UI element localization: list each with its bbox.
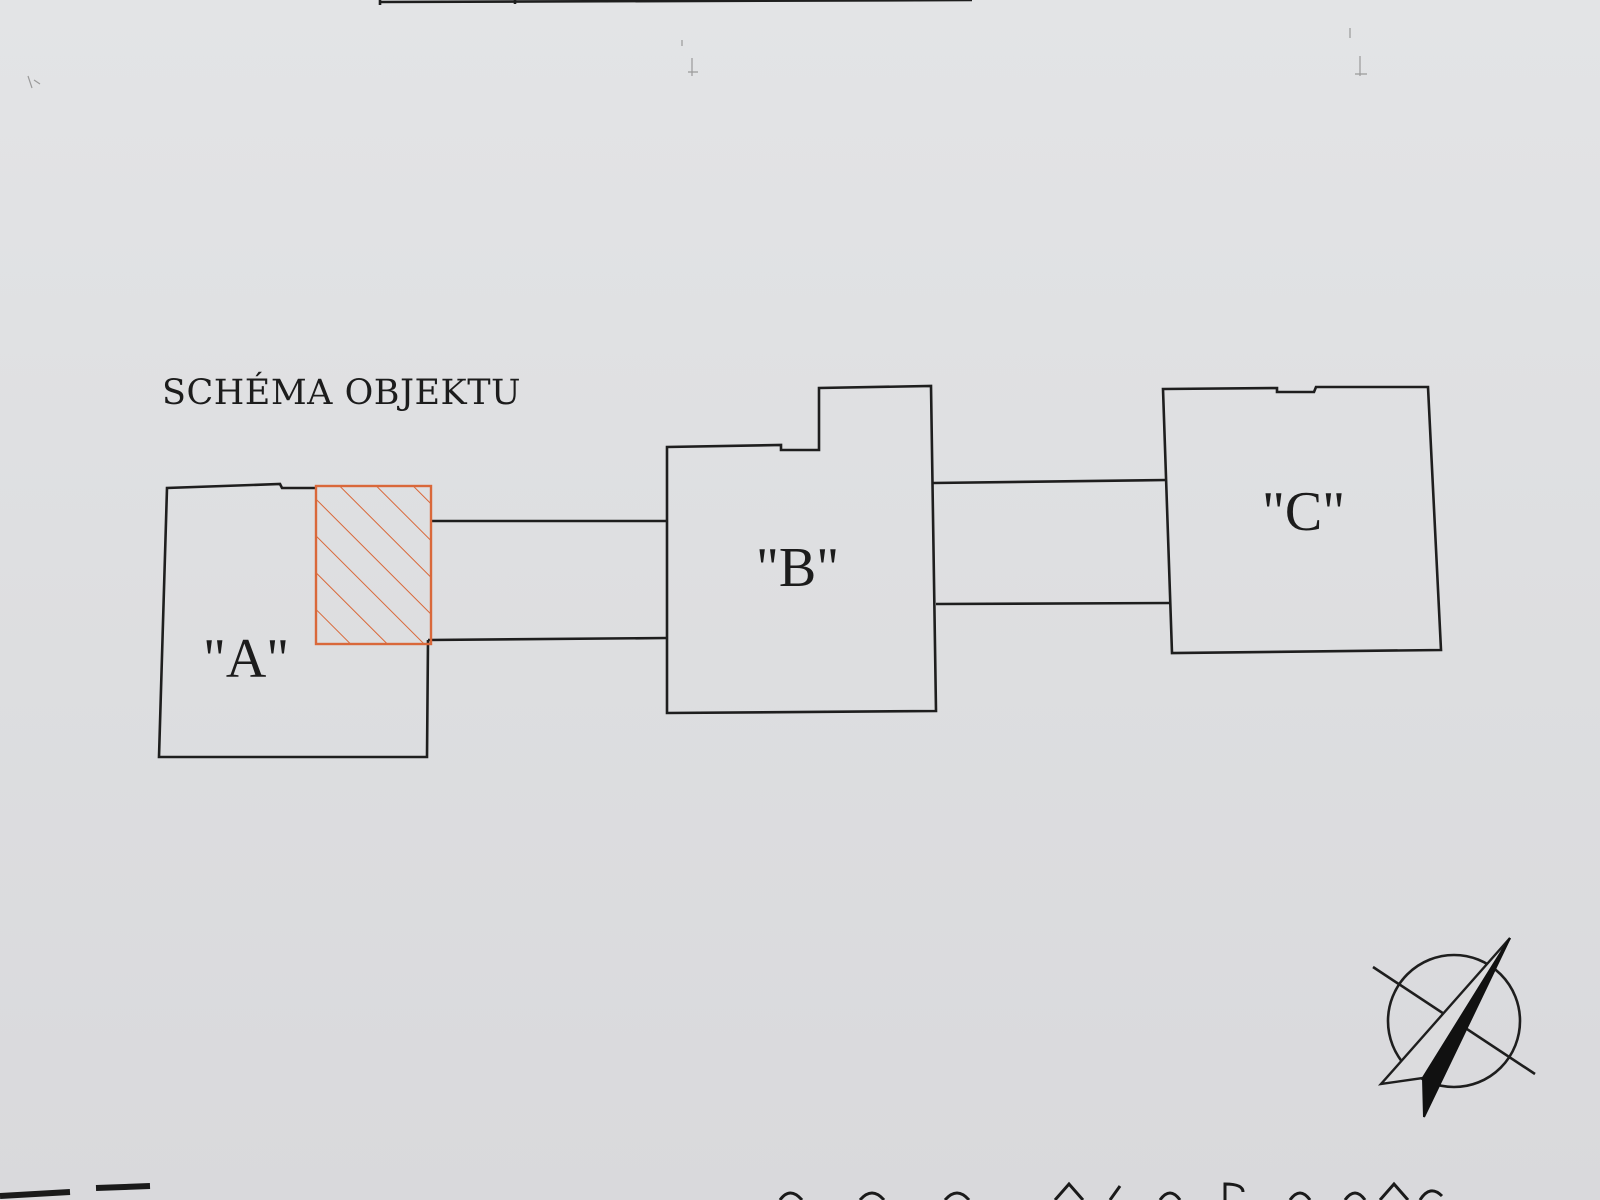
registration-mark [681,40,698,76]
building-a-label: "A" [203,628,289,690]
building-c: "C" [1161,385,1443,655]
building-b-label: "B" [756,537,839,599]
building-c-label: "C" [1262,481,1345,543]
registration-mark [27,75,41,89]
registration-marks [27,28,1367,89]
building-a: "A" [157,482,433,759]
connector-a-b [427,519,668,642]
building-b: "B" [665,384,938,715]
bottom-cropped-text [0,1181,1444,1200]
north-arrow-icon [1372,937,1536,1118]
connector-b-c [932,478,1172,606]
top-frame-remnant [378,0,973,5]
highlighted-section [314,484,433,646]
building-c-outline [1161,385,1443,655]
schema-title: SCHÉMA OBJEKTU [162,371,521,413]
registration-mark [1349,28,1367,76]
building-a-outline [157,482,430,759]
building-b-outline [665,384,938,715]
